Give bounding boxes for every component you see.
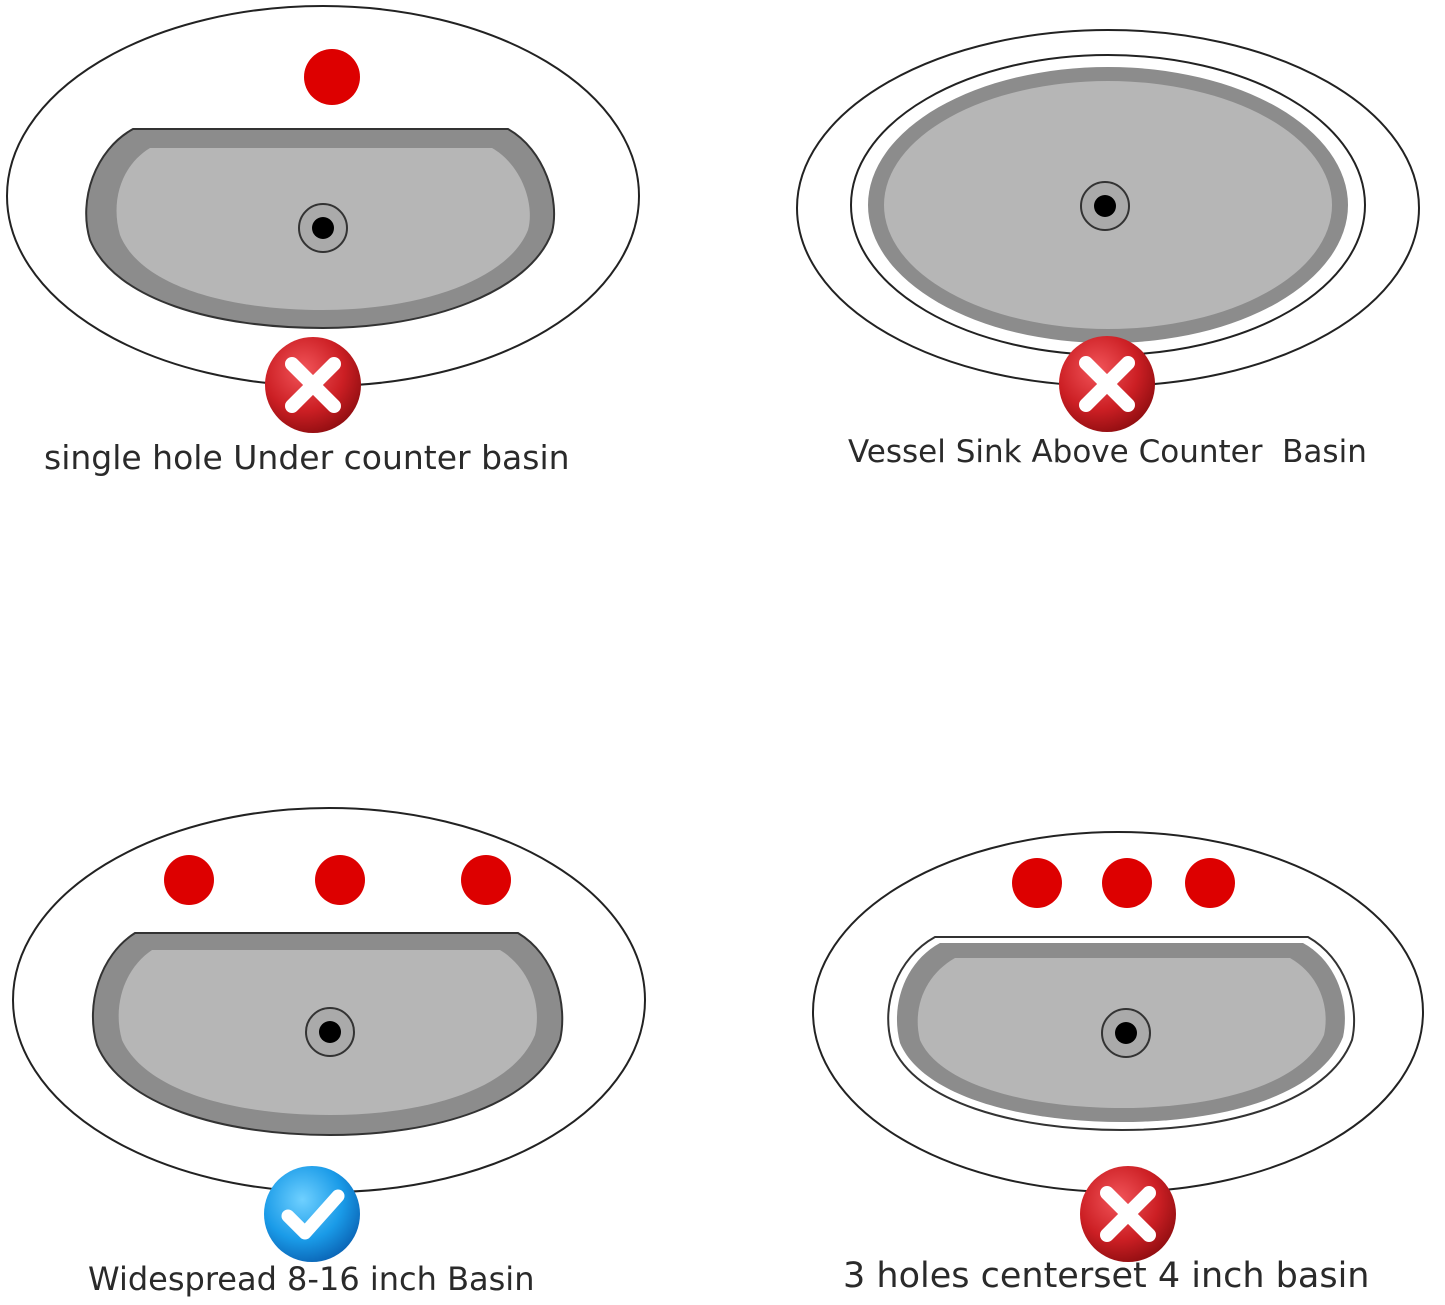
faucet-hole-center <box>1102 858 1152 908</box>
faucet-hole <box>304 49 360 105</box>
label-single-hole-under-counter: single hole Under counter basin <box>44 438 570 477</box>
cross-icon <box>1059 336 1155 432</box>
label-vessel-sink: Vessel Sink Above Counter Basin <box>848 434 1367 470</box>
panel-vessel-sink <box>796 29 1420 432</box>
panel-widespread <box>12 807 646 1262</box>
cross-icon <box>265 337 361 433</box>
drain-center <box>319 1021 341 1043</box>
label-centerset: 3 holes centerset 4 inch basin <box>843 1256 1370 1296</box>
drain-center <box>1094 195 1116 217</box>
drain-center <box>312 217 334 239</box>
cross-icon <box>1080 1166 1176 1262</box>
faucet-hole-right <box>1185 858 1235 908</box>
panel-centerset <box>812 831 1424 1262</box>
faucet-hole-right <box>461 855 511 905</box>
label-widespread: Widespread 8-16 inch Basin <box>88 1260 535 1298</box>
faucet-hole-left <box>164 855 214 905</box>
panel-single-hole-under-counter <box>6 5 640 433</box>
faucet-hole-center <box>315 855 365 905</box>
check-icon <box>264 1166 360 1262</box>
faucet-hole-left <box>1012 858 1062 908</box>
drain-center <box>1115 1022 1137 1044</box>
